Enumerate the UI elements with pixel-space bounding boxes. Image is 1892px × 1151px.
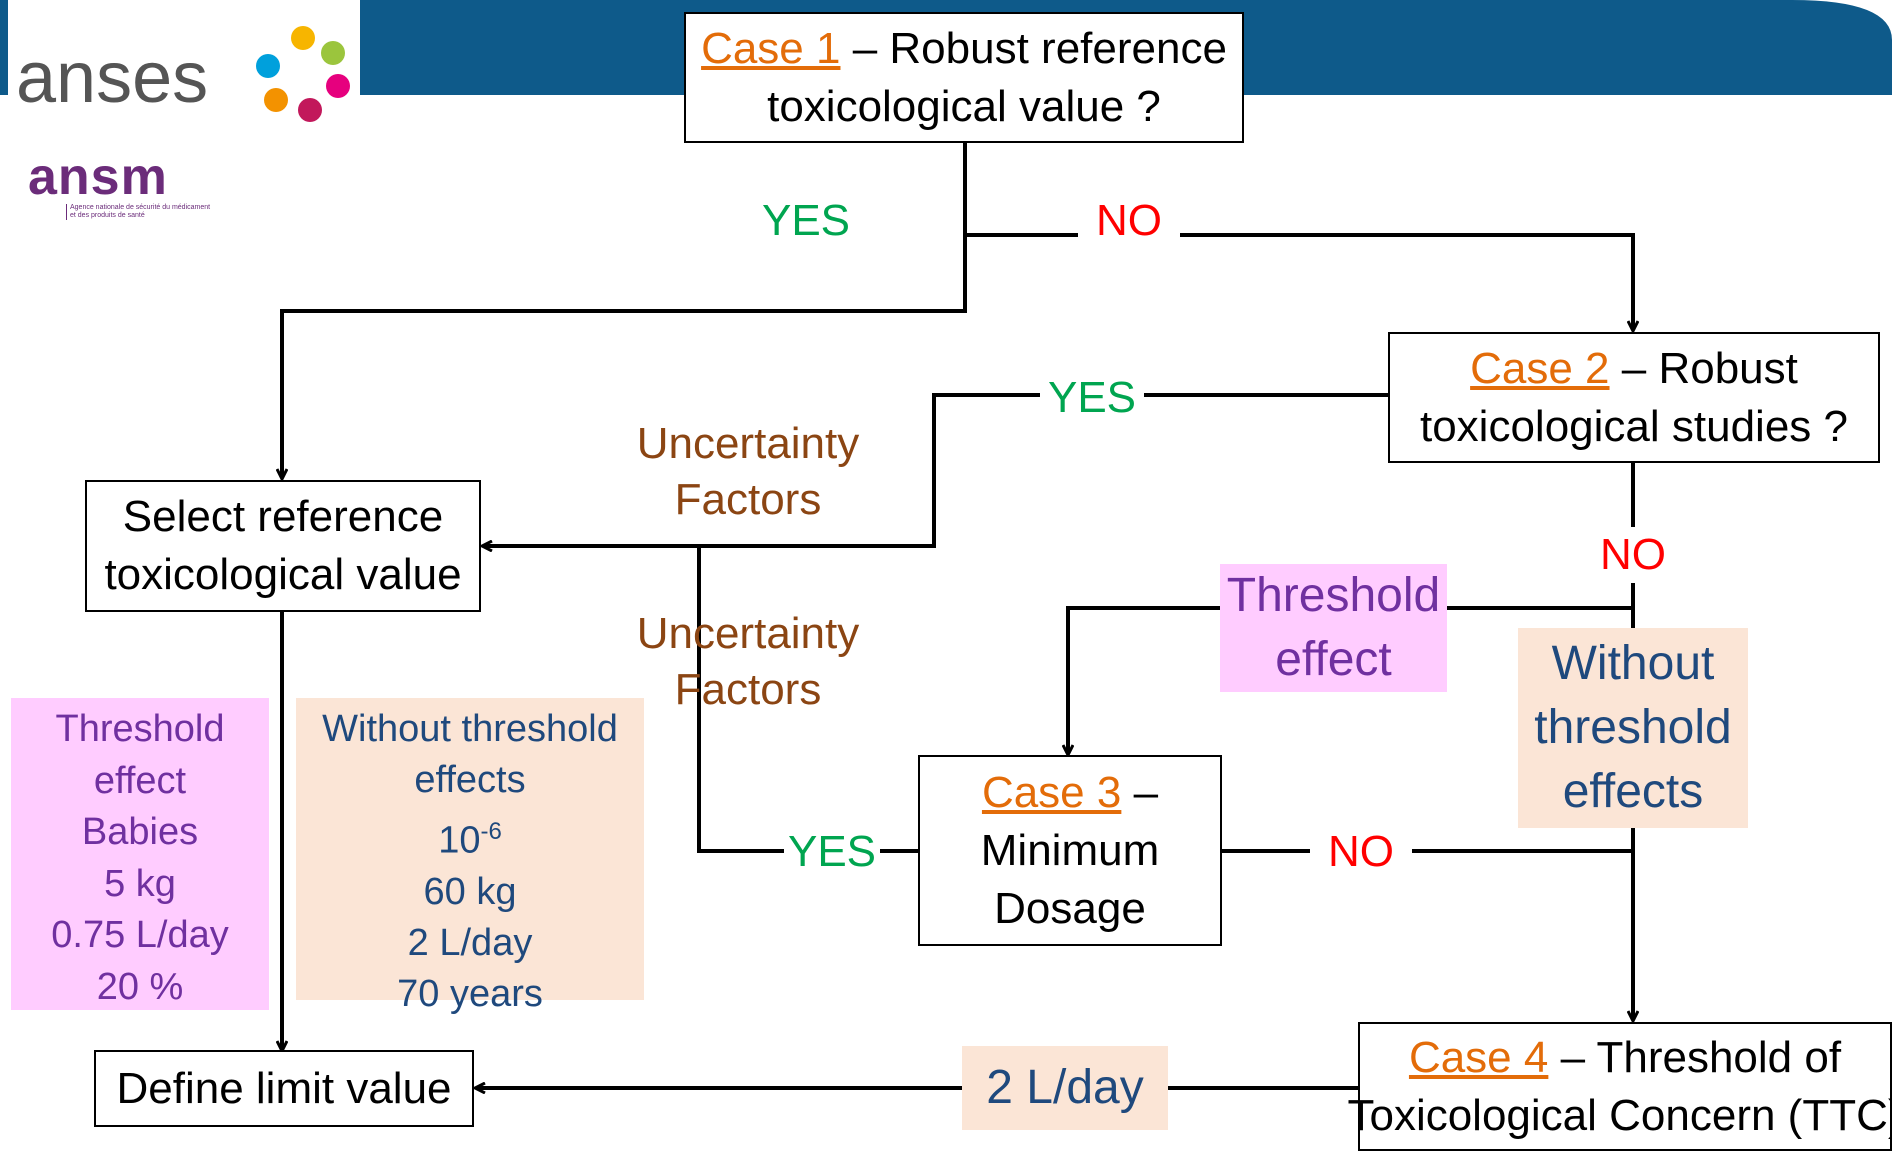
select-reference-box: Select reference toxicological value (85, 480, 481, 612)
select-line1: Select reference (122, 492, 444, 541)
threshold-param-0: Threshold (55, 708, 225, 750)
nothreshold-param-4: 60 kg (423, 870, 517, 913)
case2-text1: – Robust (1609, 343, 1798, 393)
connector-case1-down (282, 143, 967, 478)
case2-label: Case 2 (1470, 343, 1610, 393)
case4-box: Case 4 – Threshold of Toxicological Conc… (1347, 1022, 1892, 1151)
without-line3: effects (1562, 765, 1704, 818)
uf1-line1: Uncertainty (636, 419, 860, 468)
case4-text2: Toxicological Concern (TTC) (1347, 1090, 1892, 1140)
case3-box: Case 3 – Minimum Dosage (918, 755, 1222, 946)
anses-wordmark: anses (16, 38, 209, 118)
without-line1: Without (1551, 637, 1715, 690)
case4-label: Case 4 (1408, 1032, 1549, 1082)
nothreshold-param-3: 10-6 (296, 806, 644, 867)
nothreshold-param-1: Without threshold (322, 708, 618, 750)
uf2-line1: Uncertainty (636, 609, 860, 658)
without-line2: threshold (1534, 701, 1732, 754)
risk-base: 10 (438, 819, 481, 862)
case4-text1: – Threshold of (1548, 1032, 1842, 1082)
case2-text2: toxicological studies ? (1419, 401, 1848, 451)
yes-label-3: YES (784, 824, 880, 880)
liters-per-day-label: 2 L/day (962, 1046, 1168, 1130)
case1-label: Case 1 (701, 23, 841, 73)
threshold-line1: Threshold (1226, 569, 1441, 622)
yes-label-1: YES (761, 196, 851, 245)
no-label-2: NO (1593, 527, 1673, 583)
threshold-params-box: Threshold effect Babies 5 kg 0.75 L/day … (11, 698, 269, 1010)
nothreshold-param-5: 2 L/day (407, 921, 533, 964)
threshold-param-3: 5 kg (104, 862, 176, 905)
anses-flower-icon (256, 26, 350, 122)
threshold-effect-label: Threshold effect (1220, 564, 1447, 692)
uncertainty-factors-1: Uncertainty Factors (620, 416, 876, 528)
case1-box: Case 1 – Robust reference toxicological … (684, 12, 1244, 143)
case3-text3: Dosage (994, 883, 1146, 933)
ansm-subtitle-2: et des produits de santé (66, 212, 248, 220)
without-threshold-label: Without threshold effects (1518, 628, 1748, 828)
ansm-wordmark: ansm (28, 148, 168, 206)
ansm-subtitle-1: Agence nationale de sécurité du médicame… (66, 204, 248, 212)
no-label-3: NO (1310, 824, 1412, 880)
no-label-1: NO (1078, 193, 1180, 249)
case2-box: Case 2 – Robust toxicological studies ? (1388, 332, 1880, 463)
connector-case2-yes (483, 393, 1388, 546)
uf2-line2: Factors (674, 665, 822, 714)
yes-label-2: YES (1040, 370, 1144, 426)
case3-text2: Minimum (980, 825, 1160, 875)
uf1-line2: Factors (674, 475, 822, 524)
nothreshold-param-2: effects (414, 759, 526, 801)
case3-label: Case 3 (981, 767, 1122, 817)
nothreshold-params-box: Without threshold effects 10-6 60 kg 2 L… (296, 698, 644, 1015)
threshold-param-5: 20 % (96, 965, 184, 1008)
case1-text2: toxicological value ? (767, 81, 1161, 131)
risk-exponent: -6 (480, 818, 502, 845)
header-banner-left (0, 0, 8, 95)
case3-text1: – (1121, 767, 1159, 817)
threshold-param-1: effect (93, 759, 187, 802)
connector-case1-no (965, 233, 1633, 330)
threshold-param-2: Babies (81, 811, 199, 853)
define-limit-box: Define limit value (94, 1050, 474, 1127)
define-text: Define limit value (116, 1063, 452, 1113)
select-line2: toxicological value (104, 550, 462, 599)
ansm-logo: ansm Agence nationale de sécurité du méd… (28, 150, 248, 220)
threshold-line2: effect (1275, 633, 1392, 686)
uncertainty-factors-2: Uncertainty Factors (620, 606, 876, 718)
anses-logo: anses (16, 26, 356, 128)
nothreshold-param-6: 70 years (397, 972, 543, 1015)
threshold-param-4: 0.75 L/day (51, 914, 229, 956)
case1-text1: – Robust reference (840, 23, 1227, 73)
